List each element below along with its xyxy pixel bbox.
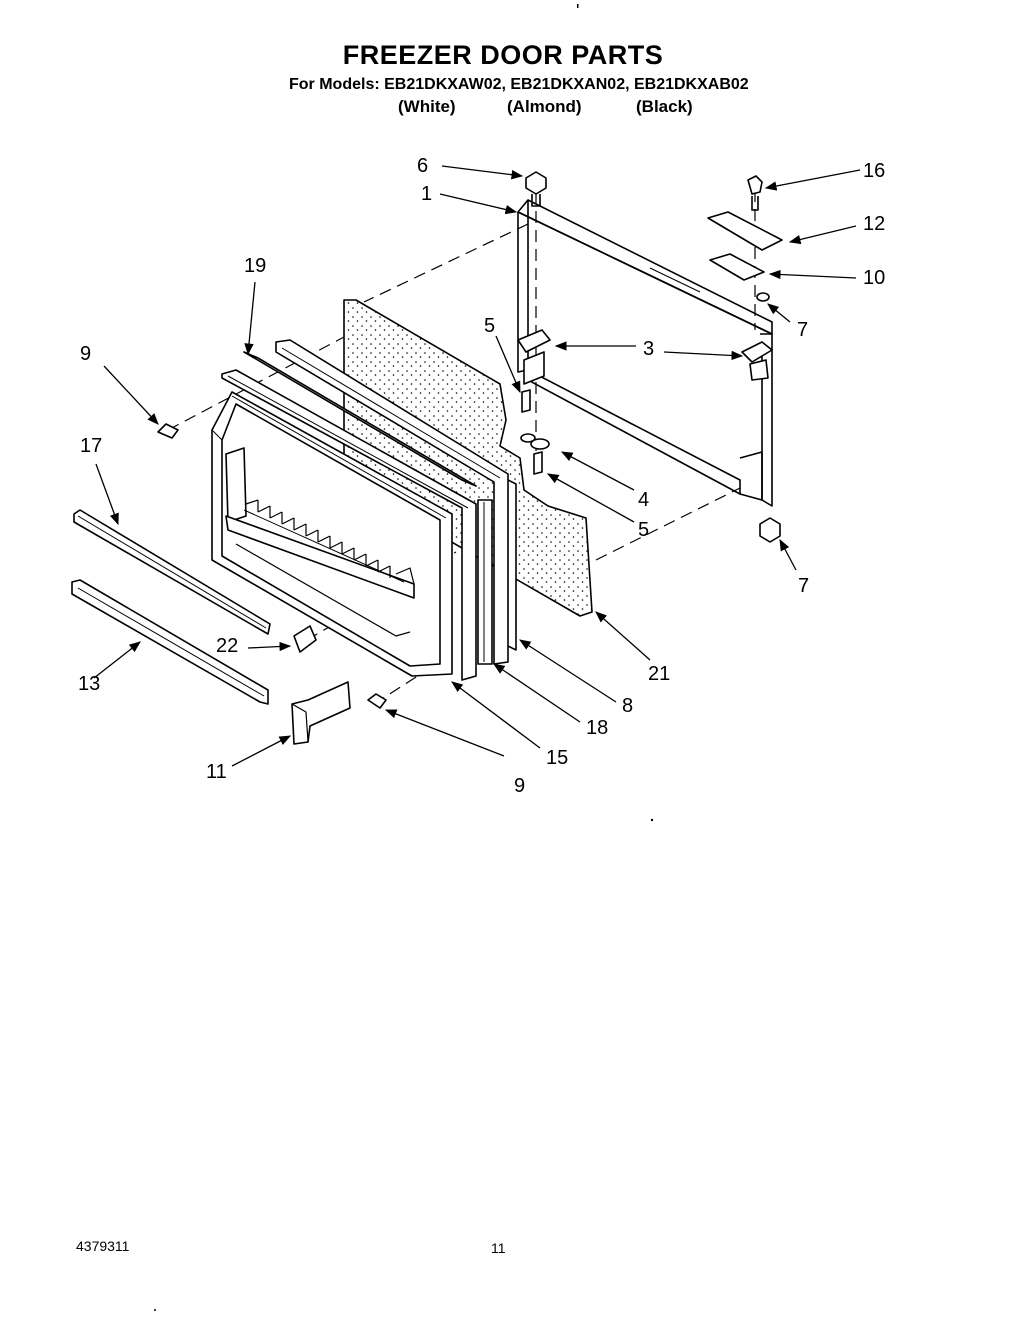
- door-liner-body-part: [211, 391, 453, 677]
- callout-7-top: 7: [797, 319, 808, 341]
- scan-specks: [154, 4, 654, 1311]
- shelf-ribs: [245, 499, 415, 585]
- callout-13: 13: [78, 673, 100, 695]
- callout-16: 16: [863, 160, 885, 182]
- door-handle-part: [291, 681, 351, 745]
- callout-9-bottom: 9: [514, 775, 525, 797]
- handle-clip-part: [293, 625, 317, 653]
- color-black: (Black): [636, 97, 693, 116]
- callout-19: 19: [244, 255, 266, 277]
- door-inner-liner-part: [221, 369, 477, 681]
- callout-9-left: 9: [80, 343, 91, 365]
- callout-labels: 6 1 16 12 10 7 19 5 3 9 17 4 5 7 21 22 8…: [78, 155, 885, 797]
- color-white: (White): [398, 97, 456, 116]
- callout-6: 6: [417, 155, 428, 177]
- page-title: FREEZER DOOR PARTS: [342, 40, 664, 70]
- callout-18: 18: [586, 717, 608, 739]
- document-number: 4379311: [76, 1238, 130, 1254]
- color-almond: (Almond): [507, 97, 582, 116]
- page-number: 11: [491, 1240, 506, 1256]
- door-frame-part: [517, 199, 773, 507]
- callout-11: 11: [206, 761, 227, 783]
- callout-5-top: 5: [484, 315, 495, 337]
- gasket-part: [243, 339, 509, 665]
- trim-strip-17-part: [73, 509, 271, 635]
- door-gasket-strip-part: [477, 499, 493, 665]
- models-line: For Models: EB21DKXAW02, EB21DKXAN02, EB…: [289, 76, 749, 93]
- callout-4: 4: [638, 489, 649, 511]
- hardware-parts: [157, 171, 783, 709]
- callout-21: 21: [648, 663, 670, 685]
- callout-10: 10: [863, 267, 885, 289]
- callout-5-bottom: 5: [638, 519, 649, 541]
- callout-1: 1: [421, 183, 432, 205]
- callout-22: 22: [216, 635, 238, 657]
- callout-8: 8: [622, 695, 633, 717]
- callout-leader-arrows: [93, 165, 861, 767]
- callout-12: 12: [863, 213, 885, 235]
- callout-3: 3: [643, 338, 654, 360]
- trim-strip-13-part: [71, 579, 269, 705]
- callout-7-bottom: 7: [798, 575, 809, 597]
- callout-17: 17: [80, 435, 102, 457]
- callout-15: 15: [546, 747, 568, 769]
